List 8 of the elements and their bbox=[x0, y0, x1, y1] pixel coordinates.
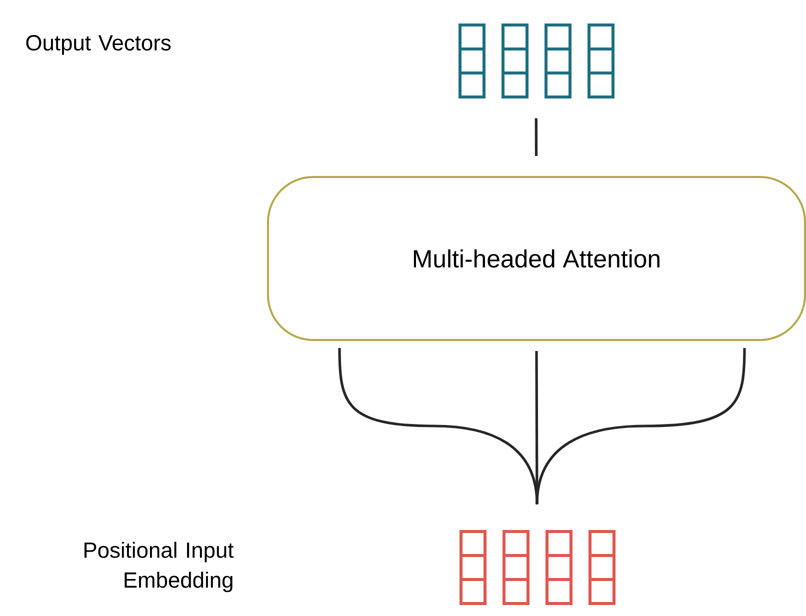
side-label: Output Vectors bbox=[26, 35, 171, 55]
connector-curve bbox=[536, 348, 746, 504]
process-box: Multi-headed Attention bbox=[267, 176, 806, 341]
side-label: Positional Input Embedding bbox=[84, 542, 234, 592]
connector-line bbox=[535, 351, 538, 504]
connector-line bbox=[534, 118, 538, 156]
vector-drawing bbox=[460, 530, 616, 605]
vector-drawing bbox=[458, 24, 614, 98]
